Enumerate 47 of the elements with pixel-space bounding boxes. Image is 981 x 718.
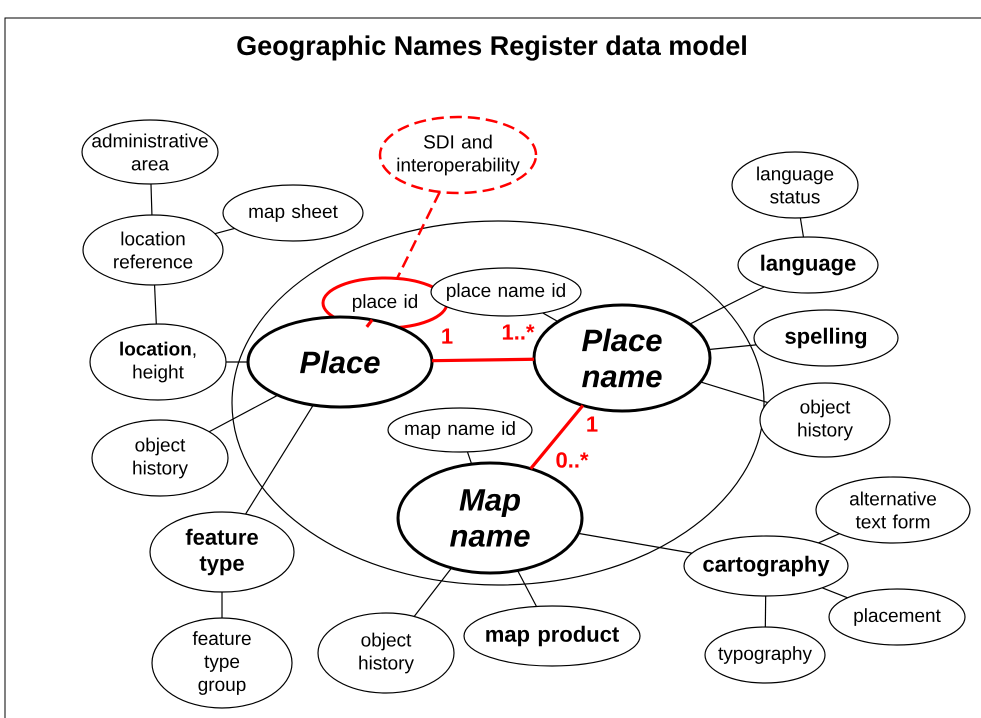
multiplicity-label: 1: [587, 416, 598, 432]
connector-line: [764, 596, 766, 628]
ellipse-node: place name id: [430, 267, 582, 317]
ellipse-node: object history: [91, 419, 229, 497]
connector-line: [517, 570, 538, 607]
connector-line: [800, 218, 804, 238]
ellipse-node: map name id: [387, 407, 533, 453]
connector-line: [700, 381, 768, 404]
connector-line: [466, 452, 472, 464]
connector-line: [708, 344, 756, 350]
ellipse-node: feature type group: [151, 617, 293, 709]
ellipse-node: language status: [731, 151, 859, 219]
ellipse-node: map sheet: [222, 184, 364, 242]
ellipse-node: SDI and interoperability: [378, 116, 538, 194]
ellipse-node: location, height: [89, 323, 227, 401]
ellipse-node: administrative area: [81, 119, 219, 185]
connector-line: [366, 318, 374, 328]
connector-line: [244, 404, 314, 515]
ellipse-node: feature type: [149, 511, 295, 593]
multiplicity-label: 1: [442, 328, 452, 344]
ellipse-node: cartography: [683, 535, 849, 597]
connector-line: [529, 404, 584, 470]
connector-line: [150, 184, 153, 216]
ellipse-node: placement: [828, 588, 966, 646]
ellipse-node: spelling: [753, 309, 899, 367]
connector-line: [818, 533, 840, 544]
connector-line: [542, 312, 558, 322]
connector-line: [214, 228, 235, 234]
connector-line: [822, 587, 848, 598]
ellipse-node: language: [737, 236, 879, 294]
ellipse-node: map product: [463, 605, 641, 667]
connector-line: [689, 286, 765, 325]
connector-line: [578, 532, 692, 554]
connector-line: [154, 284, 157, 324]
ellipse-node: object history: [759, 382, 891, 458]
title: Geographic Names Register data model: [237, 35, 746, 61]
ellipse-node: alternative text form: [815, 476, 971, 544]
connector-line: [432, 358, 534, 362]
ellipse-node: location reference: [82, 214, 224, 286]
connector-line: [396, 191, 441, 280]
connector-line: [221, 592, 223, 618]
connector-line: [208, 394, 278, 432]
ellipse-node: typography: [704, 626, 826, 684]
connector-line: [414, 568, 452, 617]
multiplicity-label: 1..*: [502, 324, 534, 340]
connector-line: [226, 361, 248, 363]
ellipse-node: object history: [317, 612, 455, 694]
